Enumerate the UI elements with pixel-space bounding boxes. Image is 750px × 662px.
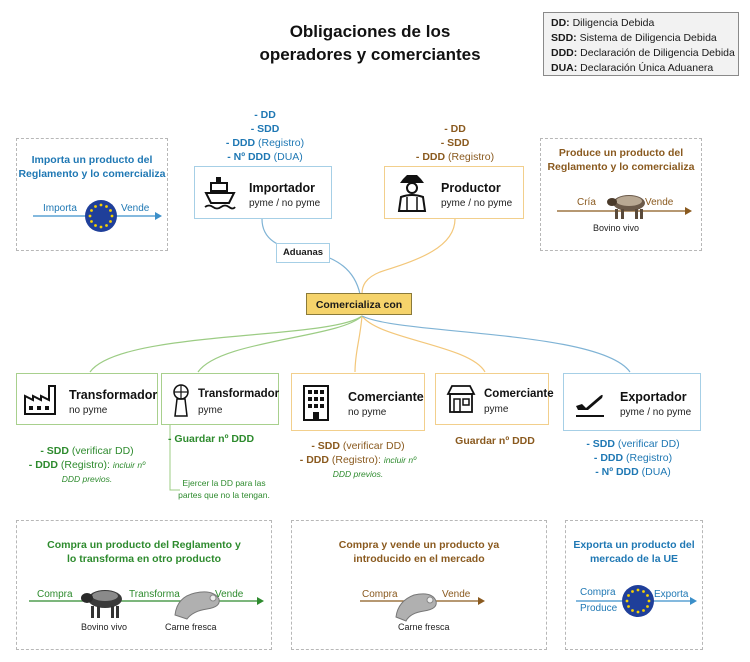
ship-icon xyxy=(204,177,236,210)
productor-size: pyme / no pyme xyxy=(441,198,513,209)
windmill-icon xyxy=(173,384,189,417)
fresh-meat-caption: Carne fresca xyxy=(165,622,217,632)
legend-item: DUA: Declaración Única Aduanera xyxy=(551,62,714,74)
transformador-nopyme-box: Transformador no pyme xyxy=(16,373,158,425)
meat-icon xyxy=(174,591,220,620)
plane-takeoff-icon xyxy=(576,394,604,417)
title-line-1: Obligaciones de los xyxy=(289,22,451,41)
export-title-2: mercado de la UE xyxy=(589,553,679,565)
farmer-icon xyxy=(397,175,427,212)
sell-label: Vende xyxy=(215,589,244,600)
legend-item: SDD: Sistema de Diligencia Debida xyxy=(551,32,717,44)
sell-label: Vende xyxy=(121,203,150,214)
produce-title-1: Produce un producto del xyxy=(558,147,684,159)
eu-stars-icon xyxy=(625,588,651,614)
buy-label: Compra xyxy=(362,589,398,600)
productor-box: Productor pyme / no pyme xyxy=(384,166,524,219)
transformador-nopyme-size: no pyme xyxy=(69,405,108,416)
page-title: Obligaciones de los operadores y comerci… xyxy=(200,20,540,66)
legend-item: DDD: Declaración de Diligencia Debida xyxy=(551,47,735,59)
comercializa-con-box: Comercializa con xyxy=(306,293,412,315)
aduanas-box: Aduanas xyxy=(276,243,330,263)
transformador-pyme-note: Ejercer la DD para las partes que no la … xyxy=(178,478,270,500)
sell-label: Vende xyxy=(645,197,674,208)
comerciante-nopyme-size: no pyme xyxy=(348,407,387,418)
transform-description-box: Compra un producto del Reglamento y lo t… xyxy=(16,520,272,650)
comerciante-nopyme-name: Comerciante xyxy=(348,390,424,404)
import-arrow xyxy=(33,200,162,232)
legend-box: DD: Diligencia Debida SDD: Sistema de Di… xyxy=(543,12,739,76)
trade-description-box: Compra y vende un producto ya introducid… xyxy=(291,520,547,650)
transformador-pyme-size: pyme xyxy=(198,405,223,416)
shop-icon xyxy=(446,385,476,413)
cow-icon xyxy=(81,590,122,618)
transformador-nopyme-name: Transformador xyxy=(69,388,158,402)
importador-size: pyme / no pyme xyxy=(249,198,321,209)
comerciante-pyme-obligation: Guardar nº DDD xyxy=(455,435,535,447)
produce-label: Produce xyxy=(580,603,618,614)
exportador-name: Exportador xyxy=(620,390,687,404)
building-icon xyxy=(303,385,329,421)
transformador-pyme-name: Transformador xyxy=(198,388,280,400)
import-description-box: Importa un producto del Reglamento y lo … xyxy=(16,138,168,251)
export-title-1: Exporta un producto del xyxy=(573,539,695,551)
export-label: Exporta xyxy=(654,589,689,600)
exportador-box: Exportador pyme / no pyme xyxy=(563,373,701,431)
buy-label: Compra xyxy=(37,589,73,600)
produce-title-2: Reglamento y lo comercializa xyxy=(547,161,695,173)
legend-item: DD: Diligencia Debida xyxy=(551,17,655,29)
transform-title-2: lo transforma en otro producto xyxy=(66,553,221,565)
live-cattle-caption: Bovino vivo xyxy=(593,223,640,233)
export-arrow xyxy=(576,585,697,617)
import-label: Importa xyxy=(43,203,77,214)
transform-title-1: Compra un producto del Reglamento y xyxy=(47,539,241,551)
importador-box: Importador pyme / no pyme xyxy=(194,166,332,219)
sell-label: Vende xyxy=(442,589,471,600)
produce-description-box: Produce un producto del Reglamento y lo … xyxy=(540,138,702,251)
transformador-pyme-obligation: - Guardar nº DDD xyxy=(168,433,255,445)
live-cattle-caption: Bovino vivo xyxy=(81,622,128,632)
breed-label: Cría xyxy=(577,197,596,208)
trade-title-2: introducido en el mercado xyxy=(353,553,485,565)
comerciante-pyme-size: pyme xyxy=(484,404,509,415)
buy-label: Compra xyxy=(580,587,616,598)
productor-name: Productor xyxy=(441,181,501,195)
transform-arrow xyxy=(29,590,264,620)
comerciante-nopyme-obligations: - SDD (verificar DD) - DDD (Registro): i… xyxy=(299,440,417,479)
title-line-2: operadores y comerciantes xyxy=(259,45,481,64)
import-title-1: Importa un producto del xyxy=(31,154,153,166)
factory-icon xyxy=(24,385,56,415)
productor-obligations: - DD - SDD - DDD (Registro) xyxy=(415,123,495,163)
cow-icon xyxy=(607,195,645,219)
importador-name: Importador xyxy=(249,181,315,195)
importador-obligations: - DD - SDD - DDD (Registro) - Nº DDD (DU… xyxy=(225,109,305,163)
exportador-obligations: - SDD (verificar DD) - DDD (Registro) - … xyxy=(586,438,680,478)
export-description-box: Exporta un producto del mercado de la UE… xyxy=(565,520,703,650)
transformador-nopyme-obligations: - SDD (verificar DD) - DDD (Registro): i… xyxy=(28,445,146,484)
comerciante-pyme-box: Comerciante pyme xyxy=(435,373,554,425)
import-title-2: Reglamento y lo comercializa xyxy=(18,168,166,180)
fresh-meat-caption: Carne fresca xyxy=(398,622,450,632)
eu-stars-icon xyxy=(88,203,114,229)
produce-arrow xyxy=(557,195,692,219)
trade-title-1: Compra y vende un producto ya xyxy=(338,539,500,551)
meat-icon xyxy=(395,593,437,622)
comerciante-nopyme-box: Comerciante no pyme xyxy=(291,373,425,431)
transform-label: Transforma xyxy=(129,589,180,600)
comerciante-pyme-name: Comerciante xyxy=(484,388,554,400)
exportador-size: pyme / no pyme xyxy=(620,407,692,418)
transformador-pyme-box: Transformador pyme xyxy=(161,373,279,425)
trade-arrow xyxy=(360,593,485,622)
